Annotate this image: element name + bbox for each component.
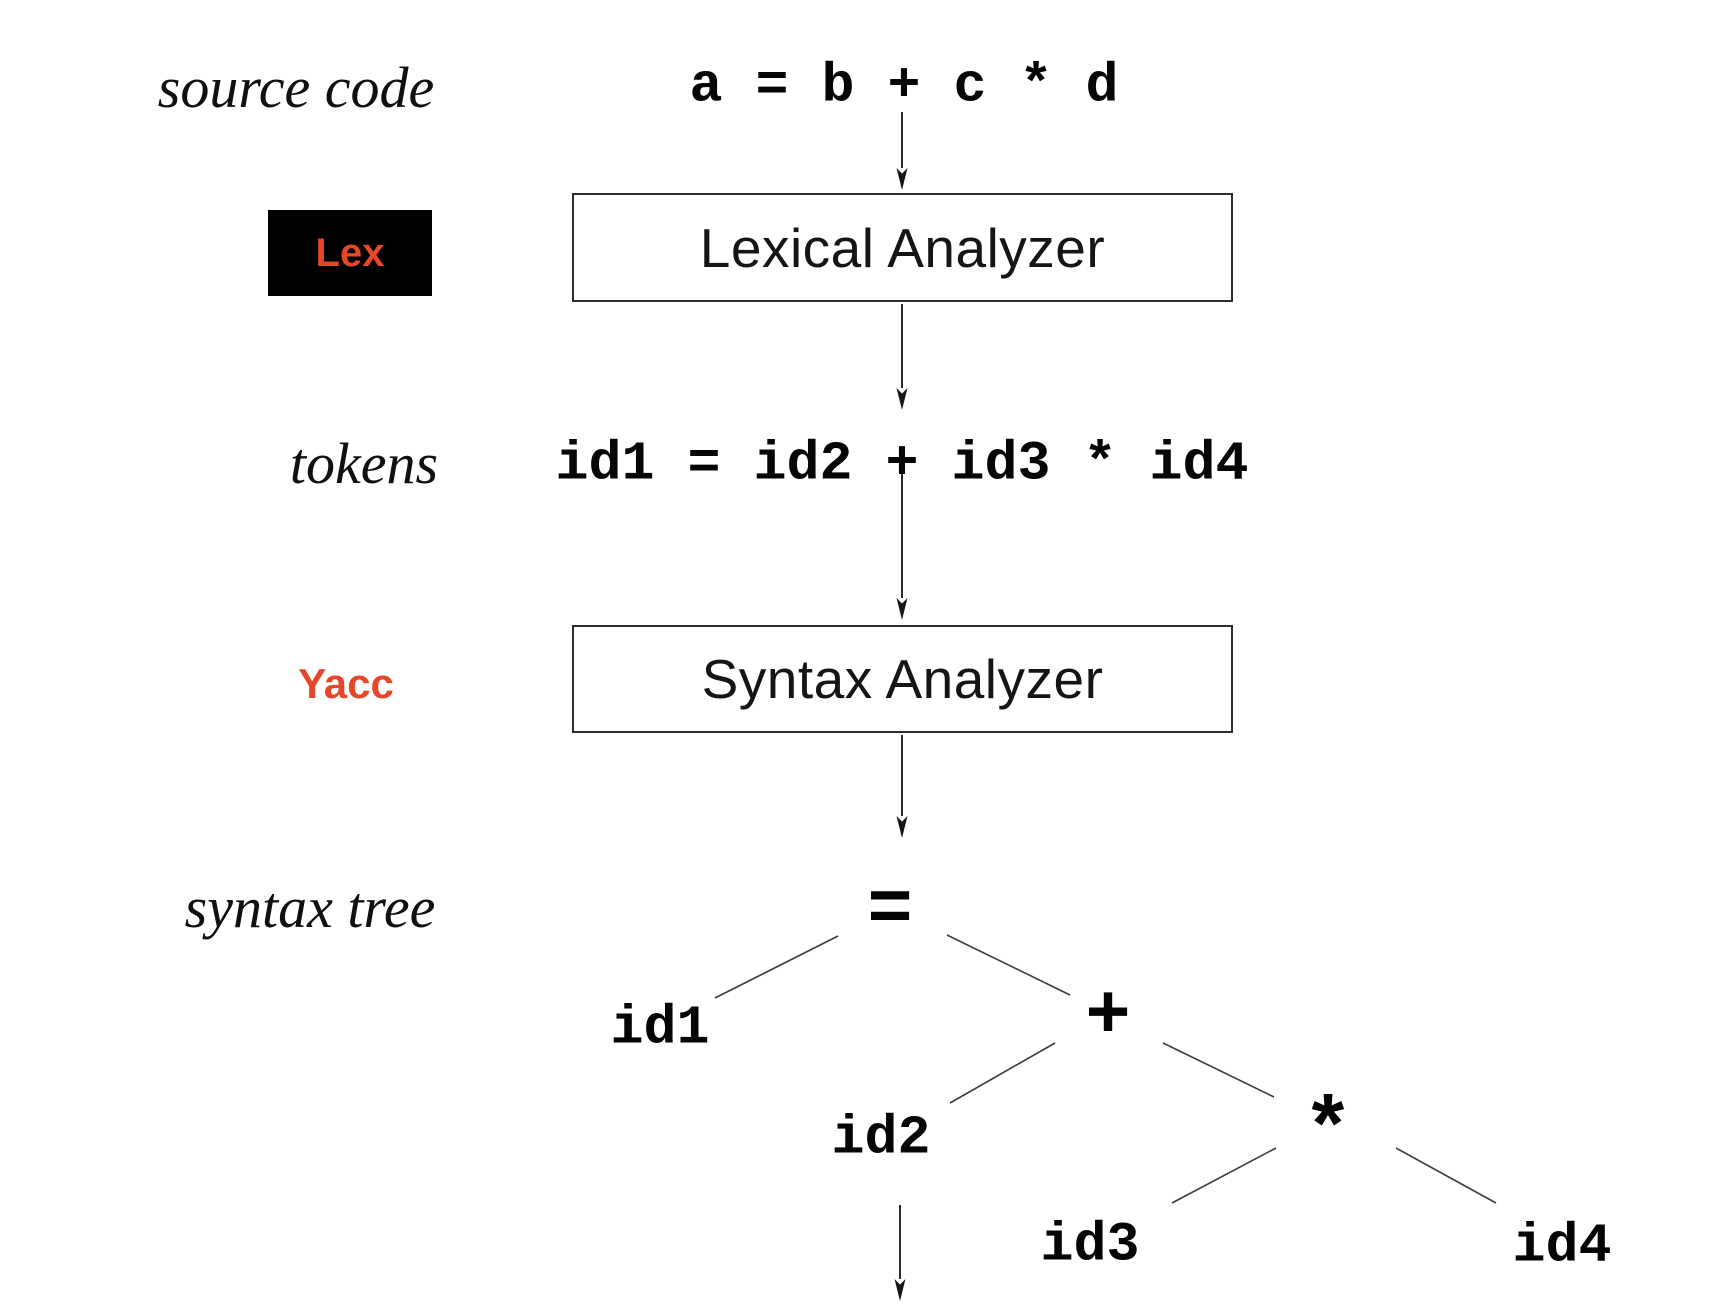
lex-tag-label: Lex [315,230,385,275]
syntax-analyzer-label: Syntax Analyzer [701,648,1104,710]
lexical-analyzer-box: Lexical Analyzer [572,193,1233,302]
lexical-analyzer-label: Lexical Analyzer [699,216,1106,279]
tree-edge-eq-plus [946,934,1071,996]
tree-node-assign-op: = [867,868,913,954]
tokens-expression: id1 = id2 + id3 * id4 [555,432,1249,496]
yacc-tag-label: Yacc [298,660,394,707]
source-expression: a = b + c * d [689,54,1119,118]
tree-edge-plus-id2 [949,1042,1056,1104]
tree-node-times-op: * [1302,1085,1354,1181]
tree-node-id2: id2 [831,1106,931,1170]
tree-node-id4: id4 [1512,1214,1612,1278]
tree-edge-star-id4 [1395,1147,1497,1204]
tree-edge-star-id3 [1171,1147,1277,1204]
syntax-analyzer-box: Syntax Analyzer [572,625,1233,733]
tree-edge-eq-id1 [714,935,839,999]
tree-node-id1: id1 [610,996,710,1060]
stage-label-tokens: tokens [289,431,439,496]
lex-tag-box: Lex [268,210,432,296]
stage-label-syntax-tree: syntax tree [184,875,436,940]
tree-node-id3: id3 [1040,1213,1140,1277]
stage-label-source-code: source code [157,55,435,120]
tree-node-plus-op: + [1085,974,1131,1060]
tree-edge-plus-star [1162,1042,1275,1098]
